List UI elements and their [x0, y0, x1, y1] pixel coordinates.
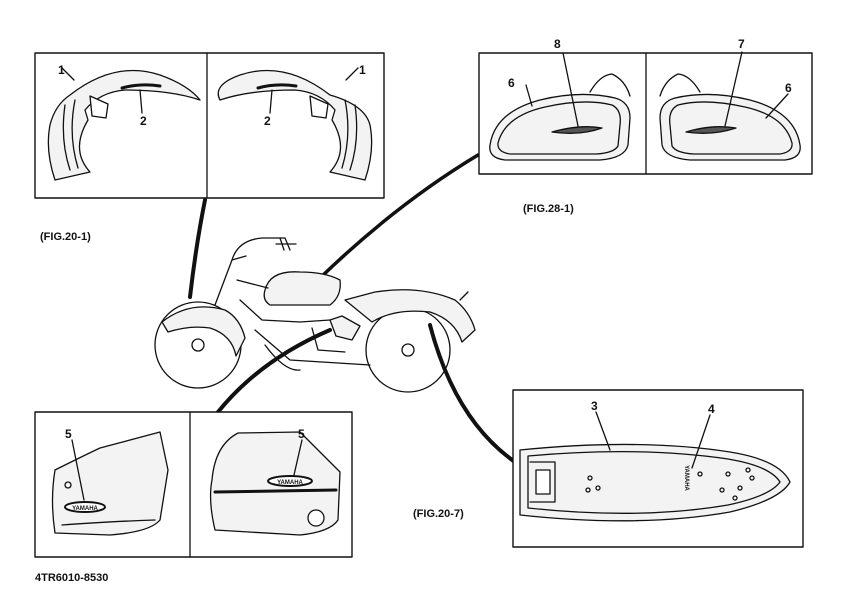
side-cover-panel [34, 411, 353, 558]
tank-right-drawing [659, 51, 801, 161]
side-cover-left-drawing [51, 431, 169, 536]
part-number-3: 3 [591, 399, 598, 413]
motorcycle-outline [154, 237, 476, 393]
tank-panel [478, 51, 813, 175]
leader-rear-fender [428, 323, 517, 464]
figure-ref-20-7: (FIG.20-7) [413, 508, 464, 520]
leader-tank [316, 153, 480, 282]
emblem-right-cover: YAMAHA [277, 480, 303, 486]
emblem-left-cover: YAMAHA [72, 506, 98, 512]
part-number-5-left: 5 [65, 427, 72, 441]
part-number-6-right: 6 [785, 81, 792, 95]
tank-left-drawing [489, 52, 631, 161]
front-fender-panel [34, 52, 385, 199]
part-number-2-right: 2 [264, 114, 271, 128]
part-number-1-left: 1 [58, 63, 65, 77]
part-number-7: 7 [738, 37, 745, 51]
front-fender-right-drawing [217, 67, 373, 181]
part-number-8: 8 [554, 37, 561, 51]
part-number-4: 4 [708, 402, 715, 416]
part-number-2-left: 2 [140, 114, 147, 128]
front-fender-left-drawing [47, 67, 201, 181]
part-number-6-left: 6 [508, 76, 515, 90]
emblem-rear-fender: YAMAHA [683, 465, 689, 491]
part-number-1-right: 1 [359, 63, 366, 77]
figure-ref-28-1: (FIG.28-1) [523, 203, 574, 215]
side-cover-right-drawing [209, 431, 341, 536]
rear-fender-panel [512, 389, 804, 548]
part-number-5-right: 5 [298, 427, 305, 441]
diagram-code: 4TR6010-8530 [35, 572, 108, 584]
figure-ref-20-1: (FIG.20-1) [40, 231, 91, 243]
leader-front-fender [188, 198, 207, 299]
